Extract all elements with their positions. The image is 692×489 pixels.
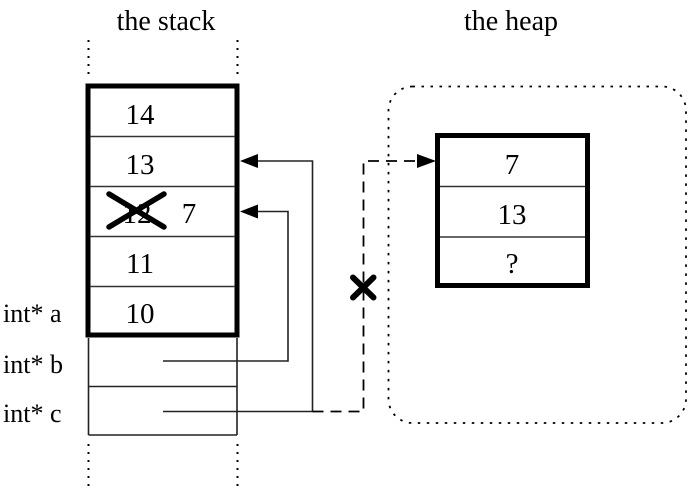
pointer-label-c: int* c	[3, 399, 62, 428]
stack-crossed-cell: 12 7	[106, 191, 197, 230]
heap-title: the heap	[464, 6, 558, 37]
pointer-b-line	[163, 210, 289, 362]
heap-block-frame	[435, 133, 590, 288]
heap-cell-value: ?	[506, 248, 519, 280]
stack-cell-value: 14	[126, 99, 156, 131]
stack-cell-value: 13	[126, 149, 155, 181]
stack-cell-value: 11	[126, 248, 154, 280]
dangling-pointer-x-icon	[350, 274, 377, 301]
dangling-pointer-dashed-line	[312, 160, 416, 413]
stack-frame	[85, 83, 240, 338]
stack-row-dividers	[90, 135, 235, 288]
stack-cell-value: 10	[126, 298, 155, 330]
pointers	[163, 154, 436, 413]
cross-out-icon	[106, 191, 167, 230]
stack-title: the stack	[117, 6, 216, 37]
pointer-c-arrowhead-icon	[240, 154, 258, 168]
heap-row-dividers	[440, 185, 585, 238]
heap-region-dotted-outline	[387, 85, 687, 424]
heap-cell-value: 7	[505, 149, 520, 181]
heap-section: the heap 7 13 ?	[387, 6, 687, 424]
pointer-label-a: int* a	[3, 299, 62, 328]
pointer-c-line	[163, 160, 314, 413]
pointer-label-b: int* b	[3, 350, 63, 379]
heap-cell-value: 13	[498, 199, 527, 231]
dangling-pointer-arrowhead-icon	[417, 154, 436, 168]
stack-section: the stack 14 13 12 7 11 10 int* a int* b…	[3, 6, 240, 488]
pointer-b-arrowhead-icon	[240, 204, 258, 219]
stack-cell-new-value: 7	[182, 198, 197, 230]
stack-below-frame-rows	[87, 338, 238, 436]
